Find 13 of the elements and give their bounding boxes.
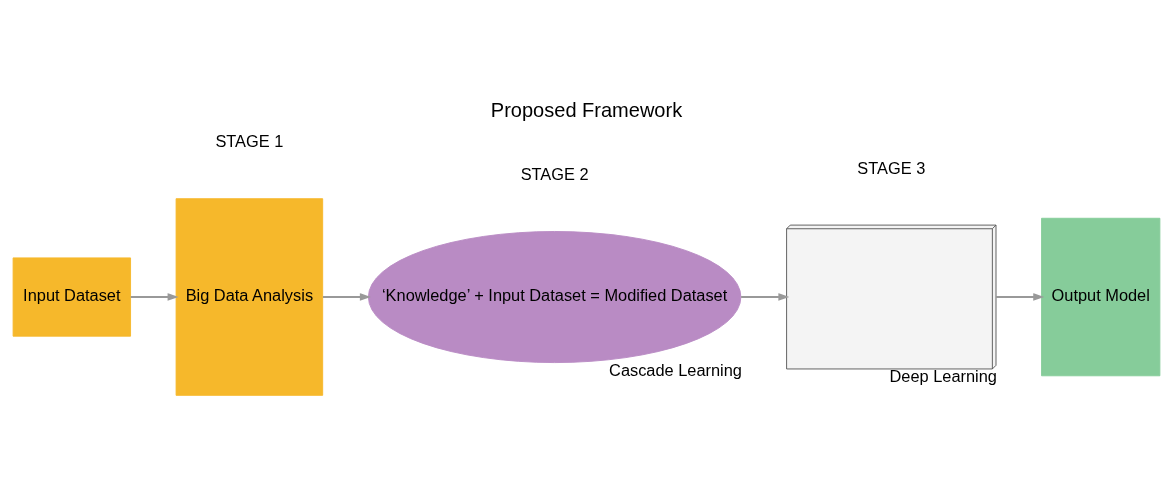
node-box: Big Data Analysis xyxy=(175,198,324,396)
node-label: Deep Learning xyxy=(889,367,997,386)
label: STAGE 1 xyxy=(215,132,284,151)
arrow xyxy=(129,293,179,301)
arrow xyxy=(740,293,790,301)
node-box: Output Model xyxy=(1041,217,1161,377)
label: STAGE 2 xyxy=(520,164,589,183)
arrow xyxy=(995,293,1045,301)
node-ellipse: ‘Knowledge’ + Input Dataset = Modified Dataset xyxy=(367,231,742,364)
node-box: Input Dataset xyxy=(12,257,131,337)
diagram-title: Proposed Framework xyxy=(490,99,683,122)
label: STAGE 3 xyxy=(857,158,926,177)
arrow xyxy=(322,293,371,301)
